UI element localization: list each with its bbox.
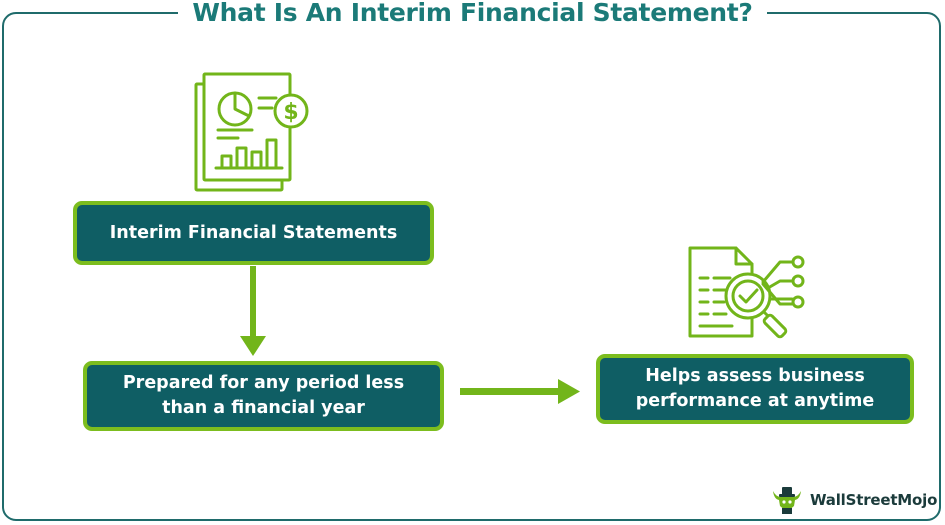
performance-line-2: performance at anytime [635, 391, 875, 411]
wallstreetmojo-logo: WallStreetMojo [770, 486, 937, 514]
period-line-2: than a financial year [162, 398, 365, 418]
svg-text:$: $ [283, 100, 298, 125]
performance-box: Helps assess business performance at any… [596, 354, 914, 424]
document-analysis-icon [688, 246, 805, 339]
performance-text: Helps assess business performance at any… [636, 364, 875, 414]
financial-report-icon: $ [194, 72, 309, 192]
bull-mascot-icon [773, 487, 801, 514]
right-arrow [460, 379, 580, 404]
interim-statements-box: Interim Financial Statements [73, 201, 434, 265]
down-arrow [240, 266, 266, 356]
logo-text: WallStreetMojo [810, 491, 938, 509]
page-title: What Is An Interim Financial Statement? [178, 0, 767, 26]
performance-line-1: Helps assess business [645, 366, 865, 386]
period-line-1: Prepared for any period less [122, 373, 405, 393]
interim-statements-label: Interim Financial Statements [109, 222, 398, 243]
period-text: Prepared for any period less than a fina… [123, 371, 404, 421]
diagram-frame [2, 12, 941, 521]
period-box: Prepared for any period less than a fina… [83, 361, 444, 431]
title-wrap: What Is An Interim Financial Statement? [0, 0, 945, 26]
